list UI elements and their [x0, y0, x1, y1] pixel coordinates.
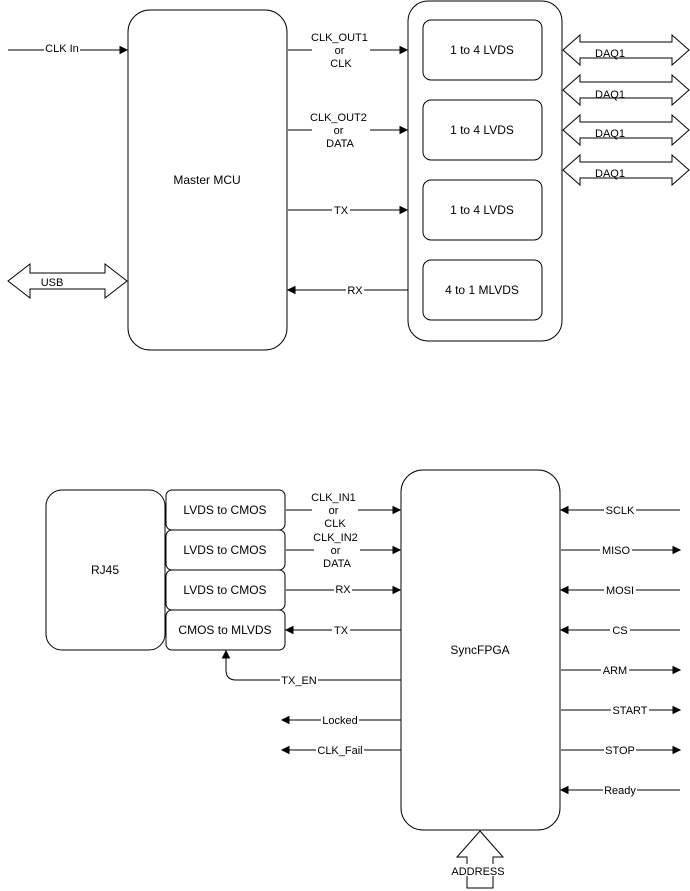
tx-en-label: TX_EN — [281, 675, 317, 687]
driver-block-4 — [422, 259, 543, 321]
master-mcu-label: Master MCU — [173, 173, 240, 187]
clk-out2-label: CLK_OUT2 or DATA — [310, 112, 370, 150]
daq-label-2: DAQ1 — [595, 89, 625, 101]
driver-label-4: 4 to 1 MLVDS — [445, 283, 519, 297]
converter-label-4: CMOS to MLVDS — [178, 623, 271, 637]
converter-label-2: LVDS to CMOS — [183, 543, 266, 557]
driver-label-2: 1 to 4 LVDS — [450, 123, 514, 137]
sync-fpga-label: SyncFPGA — [450, 643, 509, 657]
mosi-label: MOSI — [606, 585, 634, 597]
bottom-tx-label: TX — [334, 625, 349, 637]
sclk-label: SCLK — [606, 505, 635, 517]
miso-label: MISO — [602, 545, 631, 557]
usb-label: USB — [41, 277, 64, 289]
daq-double-arrow-1 — [562, 33, 690, 67]
address-arrow — [455, 830, 505, 889]
clk-in-label: CLK In — [45, 43, 79, 55]
daq-double-arrow-4 — [562, 153, 690, 187]
sync-fpga-block — [400, 469, 561, 831]
start-label: START — [612, 705, 647, 717]
cs-label: CS — [612, 625, 627, 637]
converter-label-1: LVDS to CMOS — [183, 503, 266, 517]
tx-en-arrow — [221, 649, 401, 681]
arm-label: ARM — [603, 665, 627, 677]
clk-fail-label: CLK_Fail — [317, 745, 362, 757]
ready-label: Ready — [604, 785, 636, 797]
stop-label: STOP — [605, 745, 635, 757]
tx-label: TX — [334, 205, 349, 217]
converter-label-3: LVDS to CMOS — [183, 583, 266, 597]
rj45-block — [45, 489, 166, 651]
lvds-transceiver-group — [407, 0, 563, 342]
driver-block-3 — [422, 179, 543, 241]
driver-label-3: 1 to 4 LVDS — [450, 203, 514, 217]
clk-in2-label: CLK_IN2 or DATA — [313, 532, 361, 570]
clk-out1-label: CLK_OUT1 or CLK — [311, 32, 371, 70]
rj45-label: RJ45 — [91, 563, 119, 577]
bottom-rx-label: RX — [335, 584, 351, 596]
clk-in1-label: CLK_IN1 or CLK — [311, 492, 359, 530]
daq-double-arrow-3 — [562, 113, 690, 147]
daq-label-3: DAQ1 — [595, 128, 625, 140]
daq-label-1: DAQ1 — [595, 48, 625, 60]
daq-double-arrow-2 — [562, 73, 690, 107]
usb-double-arrow — [7, 262, 128, 300]
driver-label-1: 1 to 4 LVDS — [450, 43, 514, 57]
driver-block-1 — [422, 19, 543, 81]
locked-label: Locked — [322, 715, 357, 727]
master-mcu-block — [127, 9, 288, 351]
rx-label: RX — [347, 285, 363, 297]
address-label: ADDRESS — [451, 866, 504, 878]
driver-block-2 — [422, 99, 543, 161]
daq-label-4: DAQ1 — [595, 168, 625, 180]
